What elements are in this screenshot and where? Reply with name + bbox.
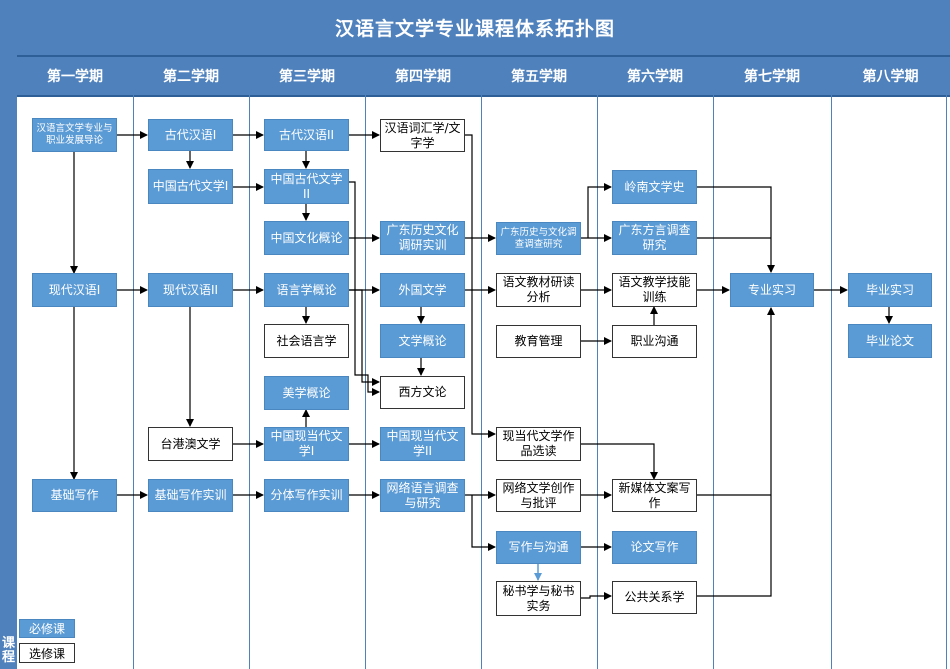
course-graduation-internship[interactable]: 毕业实习 — [848, 273, 932, 307]
course-genre-writing[interactable]: 分体写作实训 — [264, 479, 349, 512]
course-graduation-thesis[interactable]: 毕业论文 — [848, 324, 932, 358]
semester-header: 第八学期 — [862, 69, 919, 85]
semester-header: 第四学期 — [395, 69, 451, 85]
course-modern-chinese-1[interactable]: 现代汉语Ⅰ — [32, 273, 117, 307]
course-basic-writing-training[interactable]: 基础写作实训 — [148, 479, 233, 512]
diagram-title: 汉语言文学专业课程体系拓扑图 — [0, 0, 950, 56]
course-lingnan-literature[interactable]: 岭南文学史 — [612, 170, 697, 204]
course-modern-literature-readings[interactable]: 现当代文学作品选读 — [496, 427, 581, 461]
course-thesis-writing[interactable]: 论文写作 — [612, 531, 697, 564]
semester-header: 第六学期 — [627, 69, 683, 85]
course-foreign-literature[interactable]: 外国文学 — [380, 273, 465, 307]
course-guangdong-history-research[interactable]: 广东历史与文化调查调查研究 — [496, 222, 581, 255]
semester-header-row: 第一学期 第二学期 第三学期 第四学期 第五学期 第六学期 第七学期 第八学期 — [17, 55, 950, 97]
course-web-language-research[interactable]: 网络语言调查与研究 — [380, 479, 465, 512]
legend-elective: 选修课 — [19, 643, 75, 663]
side-label: 课程 — [0, 55, 17, 669]
column-divider — [365, 93, 366, 669]
course-linguistics[interactable]: 语言学概论 — [264, 273, 349, 307]
arrow — [696, 186, 775, 273]
course-education-management[interactable]: 教育管理 — [496, 325, 581, 358]
semester-header: 第三学期 — [279, 69, 335, 85]
course-western-literary-theory[interactable]: 西方文论 — [380, 376, 465, 409]
course-ancient-literature-1[interactable]: 中国古代文学Ⅰ — [148, 169, 233, 204]
semester-header: 第二学期 — [163, 69, 219, 85]
course-writing-communication[interactable]: 写作与沟通 — [496, 531, 581, 564]
legend-required: 必修课 — [19, 619, 75, 638]
course-public-relations[interactable]: 公共关系学 — [612, 581, 697, 614]
arrow — [464, 134, 496, 438]
course-professional-internship[interactable]: 专业实习 — [730, 273, 814, 307]
course-aesthetics[interactable]: 美学概论 — [264, 376, 349, 410]
course-hk-macau-taiwan-literature[interactable]: 台港澳文学 — [148, 427, 233, 461]
column-divider — [597, 93, 598, 669]
semester-header: 第七学期 — [744, 69, 800, 85]
course-ancient-literature-2[interactable]: 中国古代文学II — [264, 169, 349, 204]
arrow — [696, 307, 775, 597]
course-career-communication[interactable]: 职业沟通 — [612, 325, 697, 358]
arrow — [348, 181, 380, 396]
course-new-media-writing[interactable]: 新媒体文案写作 — [612, 479, 697, 512]
course-web-literature[interactable]: 网络文学创作与批评 — [496, 479, 581, 512]
course-modern-literature-1[interactable]: 中国现当代文学Ⅰ — [264, 427, 349, 461]
course-intro[interactable]: 汉语言文学专业与职业发展导论 — [32, 118, 117, 152]
arrow — [580, 592, 612, 600]
course-ancient-chinese-2[interactable]: 古代汉语II — [264, 119, 349, 151]
arrow — [471, 495, 496, 551]
course-lexicology[interactable]: 汉语词汇学/文字学 — [380, 119, 465, 152]
course-literary-theory[interactable]: 文学概论 — [380, 324, 465, 358]
semester-header: 第一学期 — [47, 69, 103, 85]
course-secretary[interactable]: 秘书学与秘书实务 — [496, 581, 581, 616]
course-modern-chinese-2[interactable]: 现代汉语II — [148, 273, 233, 307]
arrow — [580, 443, 658, 480]
course-modern-literature-2[interactable]: 中国现当代文学II — [380, 427, 465, 461]
column-divider — [713, 93, 714, 669]
course-chinese-culture[interactable]: 中国文化概论 — [264, 221, 349, 255]
side-label-text: 课程 — [1, 636, 15, 665]
arrow — [587, 183, 612, 238]
column-divider — [249, 93, 250, 669]
course-guangdong-history-training[interactable]: 广东历史文化调研实训 — [380, 221, 465, 255]
course-teaching-skills[interactable]: 语文教学技能训练 — [612, 273, 697, 307]
course-sociolinguistics[interactable]: 社会语言学 — [264, 324, 349, 358]
column-divider — [481, 93, 482, 669]
course-guangdong-dialect[interactable]: 广东方言调查研究 — [612, 221, 697, 255]
column-divider — [946, 93, 947, 669]
column-divider — [831, 93, 832, 669]
course-ancient-chinese-1[interactable]: 古代汉语Ⅰ — [148, 119, 233, 151]
arrow — [348, 289, 380, 386]
column-divider — [133, 93, 134, 669]
course-textbook-analysis[interactable]: 语文教材研读分析 — [496, 273, 581, 307]
course-basic-writing[interactable]: 基础写作 — [32, 479, 117, 512]
semester-header: 第五学期 — [511, 69, 567, 85]
